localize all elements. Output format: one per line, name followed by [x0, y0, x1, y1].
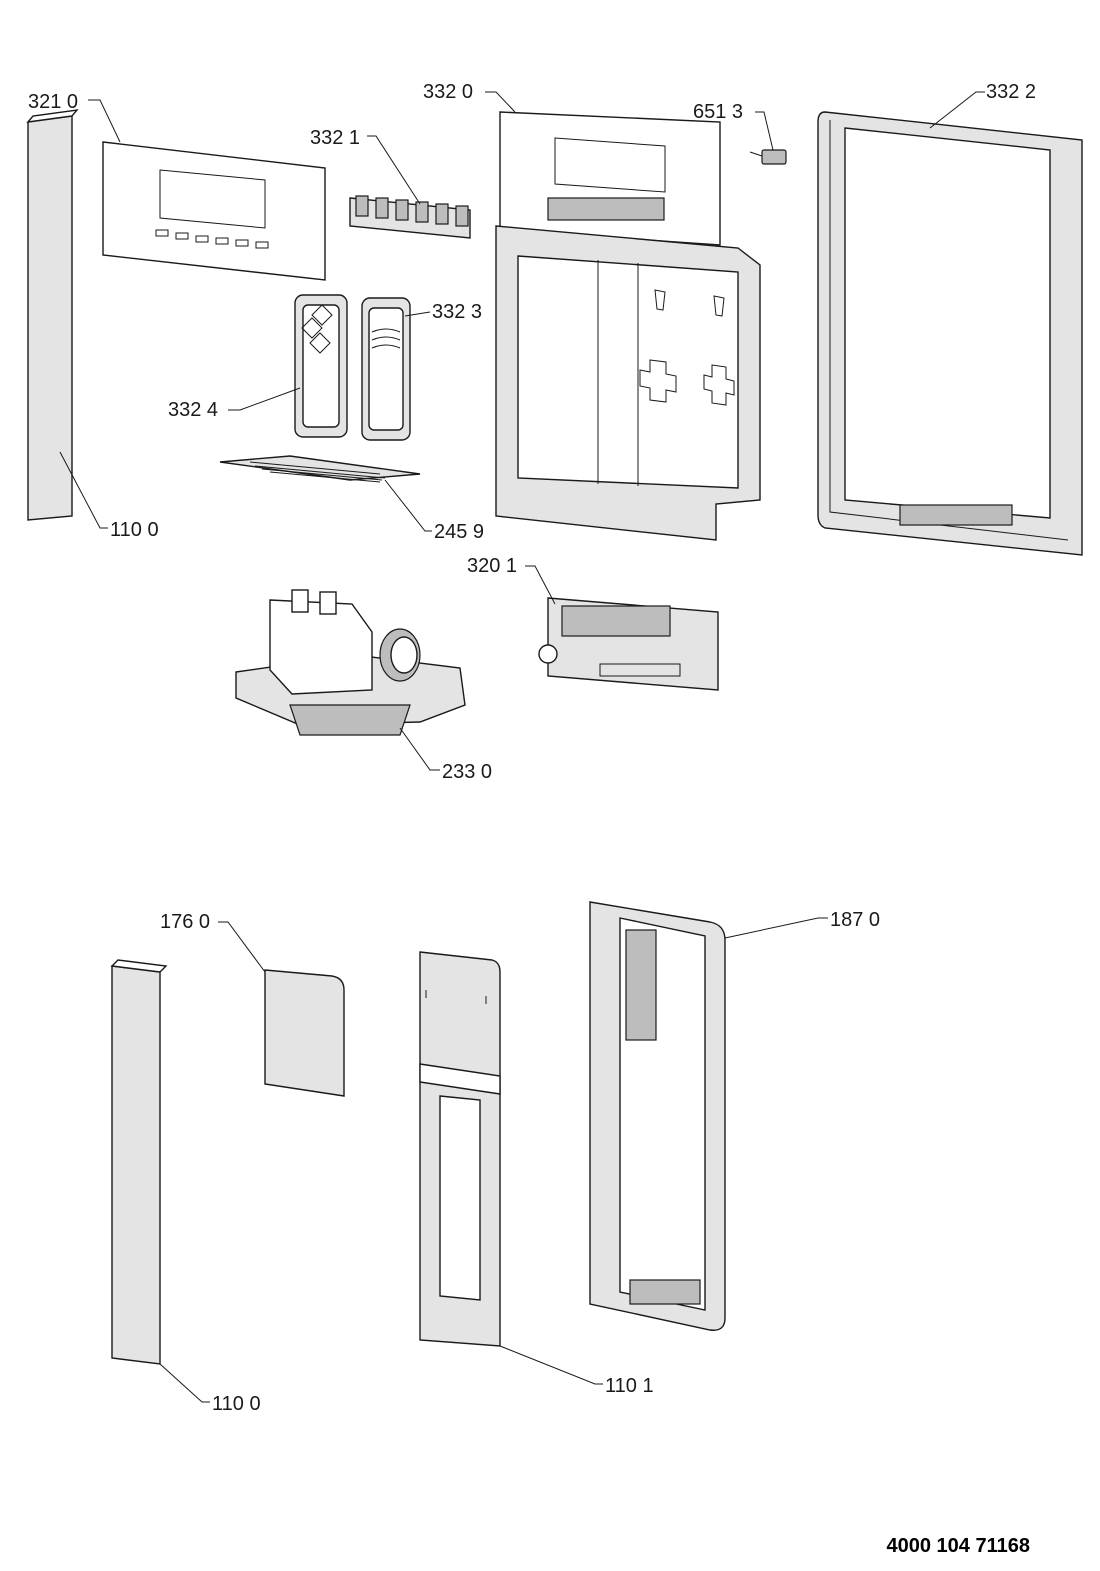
part-332-0: [495, 111, 761, 541]
label-176-0: 176 0: [160, 911, 210, 933]
part-233-0: [235, 589, 466, 736]
part-110-1: [419, 951, 501, 1347]
document-number: 4000 104 71168: [887, 1535, 1031, 1557]
leader-lines-top: [59, 91, 985, 771]
part-332-1: [349, 195, 471, 239]
part-187-0: [589, 901, 726, 1331]
label-110-1: 110 1: [605, 1375, 654, 1397]
label-651-3: 651 3: [693, 101, 743, 123]
label-245-9: 245 9: [434, 521, 484, 543]
label-332-2: 332 2: [986, 81, 1036, 103]
part-110-0-bottom: [110, 959, 168, 1365]
part-320-1: [538, 597, 719, 691]
part-332-4: [294, 294, 348, 438]
label-233-0: 233 0: [442, 761, 492, 783]
part-332-3: [361, 297, 411, 441]
part-110-0-top: [26, 109, 79, 521]
part-332-2: [817, 111, 1083, 556]
label-332-3: 332 3: [432, 301, 482, 323]
label-110-0-top: 110 0: [110, 519, 159, 541]
label-110-0-bottom: 110 0: [212, 1393, 261, 1415]
part-321-0: [102, 141, 326, 281]
label-332-4: 332 4: [168, 399, 218, 421]
label-332-0: 332 0: [423, 81, 473, 103]
label-321-0: 321 0: [28, 91, 78, 113]
leader-lines-bottom: [159, 917, 828, 1403]
part-651-3: [749, 149, 787, 165]
label-332-1: 332 1: [310, 127, 360, 149]
label-187-0: 187 0: [830, 909, 880, 931]
label-320-1: 320 1: [467, 555, 517, 577]
part-245-9: [219, 455, 421, 483]
part-176-0: [264, 969, 345, 1097]
